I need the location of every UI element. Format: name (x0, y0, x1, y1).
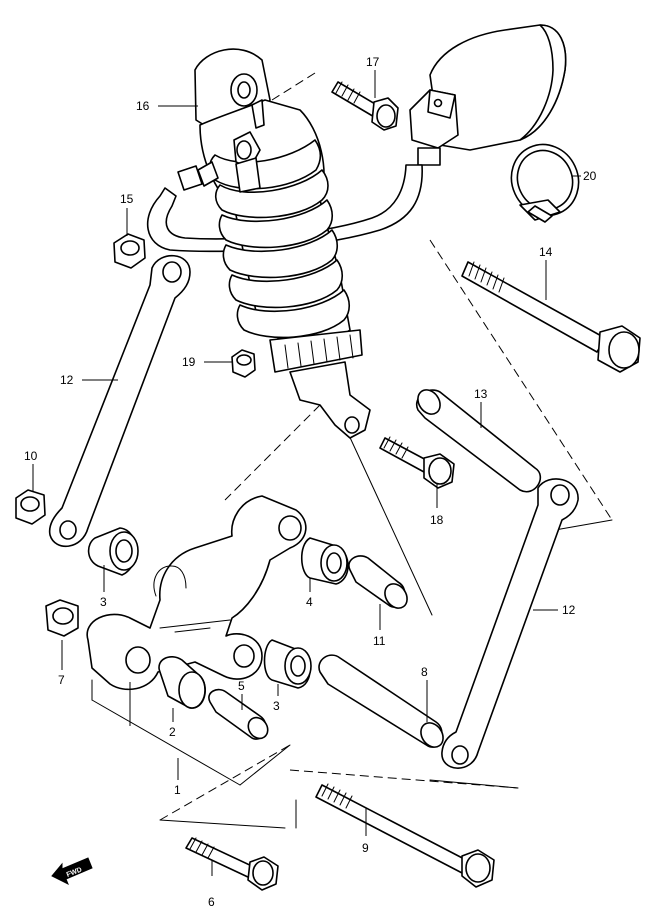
bolt-6 (185, 837, 279, 891)
nut-19 (231, 349, 256, 378)
callout-12-right: 12 (562, 603, 576, 617)
bolt-18 (379, 436, 455, 489)
callout-18: 18 (430, 513, 444, 527)
fwd-direction-arrow: FWD (51, 857, 93, 886)
assembly-contour-lines (91, 404, 613, 829)
callout-labels: 16 17 20 15 14 19 12 13 10 18 3 4 12 11 … (24, 55, 597, 909)
spacer-11 (348, 555, 408, 609)
callout-14: 14 (539, 245, 553, 259)
callout-16: 16 (136, 99, 150, 113)
callout-20: 20 (583, 169, 597, 183)
callout-1: 1 (174, 783, 181, 797)
callout-8: 8 (421, 665, 428, 679)
long-bolt-14 (461, 261, 641, 373)
hose-clamp-20 (510, 143, 580, 223)
callout-13: 13 (474, 387, 488, 401)
callout-11: 11 (373, 634, 386, 648)
bushing-3-upper (87, 527, 139, 576)
bolt-17 (331, 81, 399, 131)
callout-4: 4 (306, 595, 313, 609)
callout-6: 6 (208, 895, 215, 909)
callout-5: 5 (238, 679, 245, 693)
callout-3-upper: 3 (100, 595, 107, 609)
nut-10 (15, 489, 46, 525)
cushion-lever-1 (86, 495, 307, 691)
bushing-2 (158, 656, 206, 709)
callout-9: 9 (362, 841, 369, 855)
callout-2: 2 (169, 725, 176, 739)
callout-10: 10 (24, 449, 38, 463)
bushing-3-lower (263, 639, 312, 689)
callout-7: 7 (58, 673, 65, 687)
spacer-5 (208, 688, 269, 740)
nut-7 (45, 599, 79, 637)
spacer-13 (415, 389, 542, 493)
nut-15 (113, 233, 146, 269)
spacer-8 (318, 654, 444, 748)
callout-12-left: 12 (60, 373, 74, 387)
rear-shock-absorber-16 (177, 48, 371, 439)
cushion-rod-12-left (48, 254, 191, 548)
leader-lines (32, 70, 581, 876)
callout-3-lower: 3 (273, 699, 280, 713)
bolt-9 (315, 783, 495, 888)
bushing-4 (300, 537, 349, 585)
callout-15: 15 (120, 192, 134, 206)
cushion-rod-12-right (441, 478, 579, 769)
callout-17: 17 (366, 55, 380, 69)
reservoir-and-hose (146, 24, 567, 253)
callout-19: 19 (182, 355, 196, 369)
